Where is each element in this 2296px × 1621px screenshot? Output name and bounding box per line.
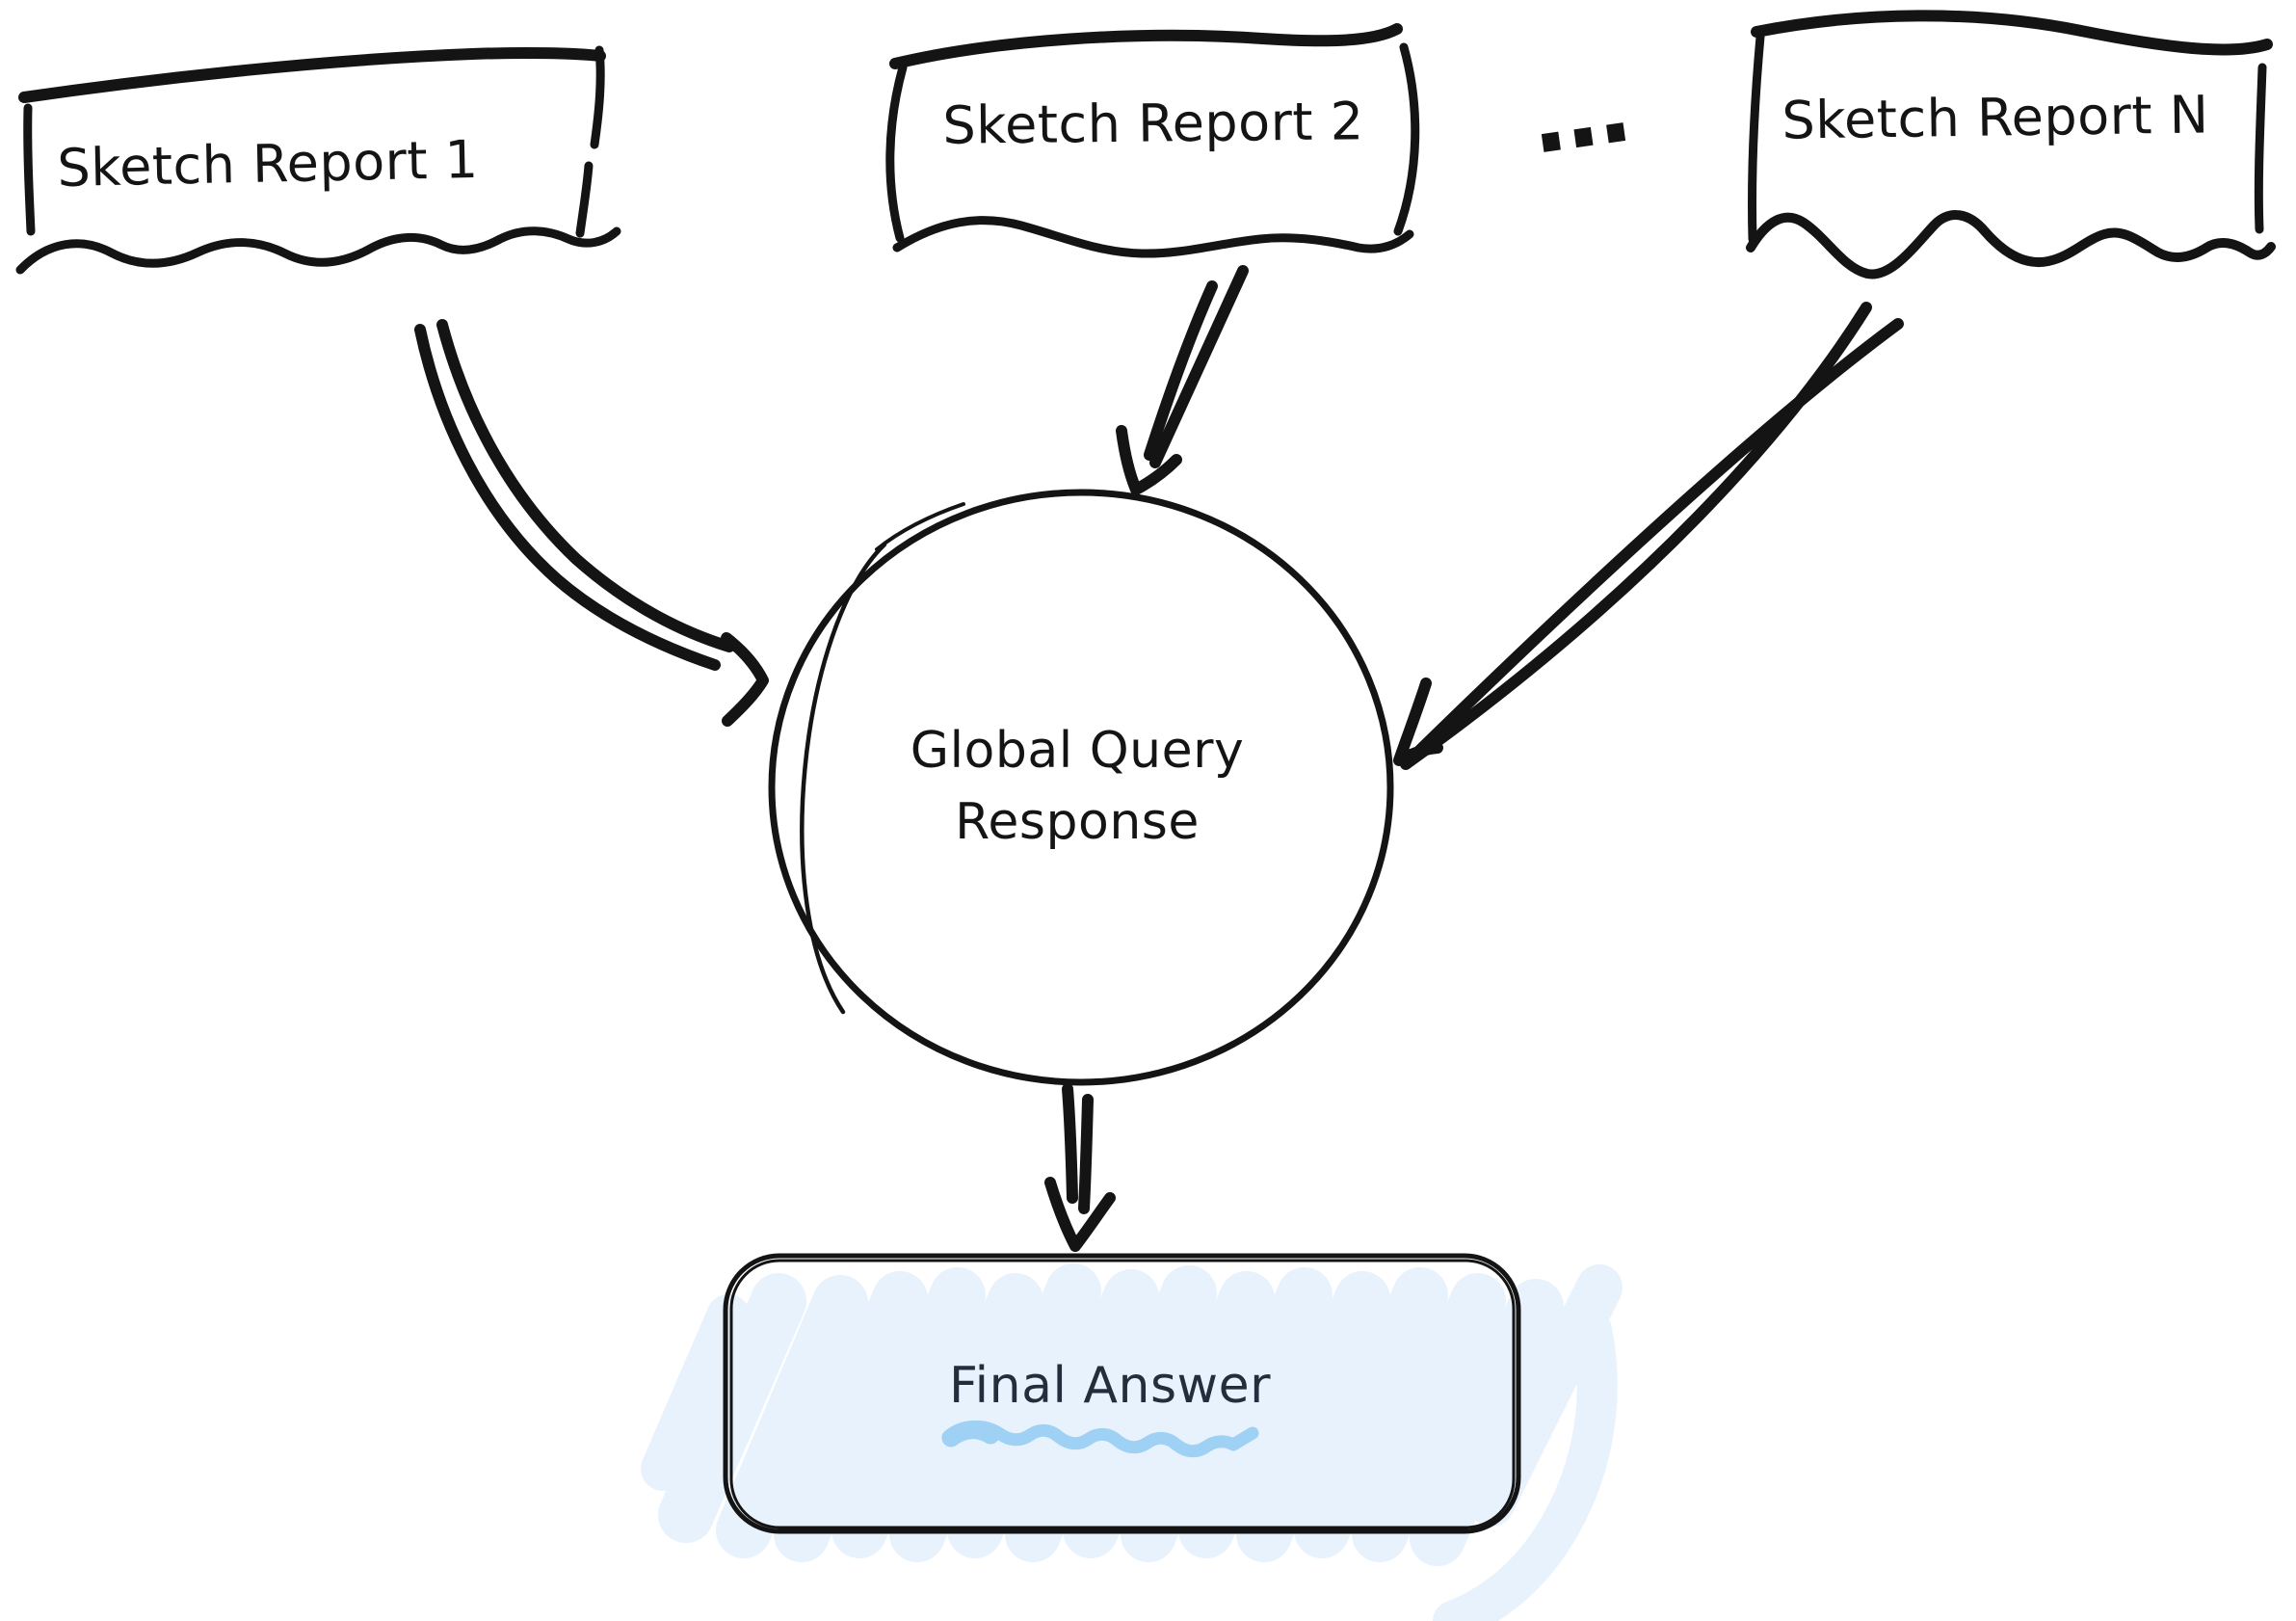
ink-layer: [15, 10, 2276, 1534]
report2-left-edge: [885, 63, 908, 243]
arrow-reportN-to-aggregator: [1393, 302, 1904, 770]
report1-box: [15, 45, 621, 275]
scribble-stroke: [831, 1267, 986, 1558]
scribble-stroke: [641, 1294, 751, 1491]
underline-start-blob: [941, 1421, 1000, 1448]
arrow-head: [1116, 425, 1182, 495]
underline-wave: [941, 1421, 1259, 1458]
arrow-report2-to-aggregator: [1116, 265, 1249, 495]
scribble-stroke: [1294, 1267, 1448, 1558]
report1-right-edge-upper: [590, 45, 605, 149]
scribble-stroke: [1236, 1271, 1390, 1562]
scribble-stroke: [774, 1271, 928, 1562]
final-answer-highlight-scribble: [641, 1263, 1623, 1621]
final-answer-underline: [941, 1421, 1259, 1458]
aggregator-circle: [768, 489, 1394, 1086]
arrow-head: [1393, 678, 1443, 766]
report2-box: [885, 23, 1420, 258]
scribble-stroke: [947, 1263, 1101, 1558]
scribble-stroke: [1352, 1273, 1506, 1562]
reportN-left-edge: [1747, 32, 1765, 244]
arrow-shaft: [1149, 265, 1249, 468]
arrow-shaft: [1062, 1083, 1078, 1204]
scribble-stroke: [1063, 1265, 1217, 1558]
report1-top-edge: [18, 46, 606, 103]
arrow-aggregator-to-final: [1044, 1083, 1116, 1252]
report2-torn-bottom-edge: [892, 216, 1414, 258]
scribble-stroke: [1178, 1267, 1333, 1558]
aggregator-label-line1: Global Query: [910, 722, 1245, 780]
final-answer-label: Final Answer: [949, 1357, 1271, 1415]
reportN-right-edge: [2254, 63, 2267, 234]
scribble-tail-stroke: [1433, 1310, 1618, 1621]
arrow-shaft-double: [1144, 280, 1218, 461]
aggregator-label: Global Query Response: [910, 715, 1244, 858]
reportN-torn-bottom-edge: [1746, 210, 2276, 279]
report1-right-edge-lower: [575, 161, 594, 238]
report1-torn-bottom-edge: [15, 226, 621, 275]
arrow-shaft-double: [1400, 302, 1872, 770]
report1-left-edge: [23, 103, 36, 236]
report1-label: Sketch Report 1: [56, 128, 480, 199]
reportN-box: [1746, 10, 2276, 279]
scribble-stroke: [1121, 1271, 1275, 1562]
ellipsis-label: ...: [1521, 50, 1635, 177]
arrow-shaft: [1411, 318, 1904, 759]
final-answer-box-border: [723, 1253, 1521, 1534]
final-answer-border-inner: [729, 1259, 1516, 1529]
aggregator-circle-outline: [768, 489, 1394, 1086]
arrow-head: [721, 632, 769, 727]
aggregator-circle-overstroke-top: [875, 502, 965, 551]
report2-top-edge: [889, 23, 1403, 69]
aggregator-label-line2: Response: [955, 793, 1200, 851]
scribble-stroke: [716, 1275, 868, 1558]
arrow-report1-to-aggregator: [414, 319, 769, 727]
arrow-shaft-double: [1078, 1094, 1094, 1214]
aggregator-circle-overstroke-left: [800, 542, 887, 1015]
scribble-stroke: [889, 1273, 1043, 1562]
reportN-top-edge: [1751, 10, 2273, 56]
arrow-head: [1044, 1177, 1116, 1252]
arrow-shaft: [414, 324, 721, 671]
report2-label: Sketch Report 2: [942, 91, 1364, 156]
reportN-label: Sketch Report N: [1781, 84, 2210, 151]
report2-right-edge: [1393, 42, 1420, 236]
final-answer-border-outer: [723, 1253, 1521, 1534]
scribble-stroke: [1005, 1269, 1159, 1562]
arrow-shaft-double: [436, 319, 735, 652]
